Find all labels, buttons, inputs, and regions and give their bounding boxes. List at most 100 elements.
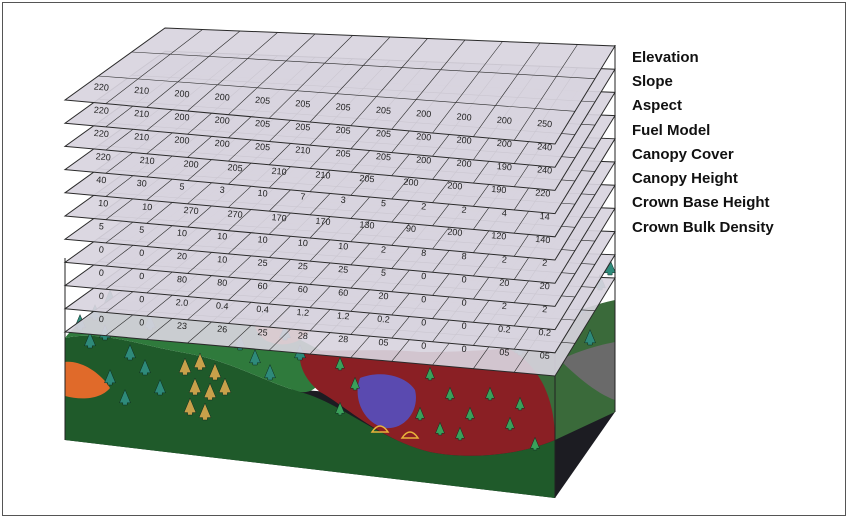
layer-cell-value: 60 (257, 281, 268, 292)
layer-cell-value: 200 (214, 115, 230, 126)
layer-stack: 00232625282805000505002.00.40.41.21.20.2… (65, 28, 615, 376)
layer-cell-value: 30 (136, 178, 147, 189)
layer-cell-value: 25 (257, 257, 268, 268)
layer-cell-value: 0.4 (256, 304, 269, 315)
layer-cell-value: 0 (139, 271, 145, 281)
layer-cell-value: 0 (421, 317, 427, 327)
layer-cell-value: 220 (93, 82, 109, 93)
layer-cell-value: 205 (376, 105, 392, 116)
layer-cell-value: 0 (139, 294, 145, 304)
layer-cell-value: 220 (93, 105, 109, 116)
layer-cell-value: 205 (376, 128, 392, 139)
layer-label-elevation: Elevation (632, 49, 699, 66)
layer-cell-value: 0.4 (216, 300, 229, 311)
layer-cell-value: 05 (378, 337, 389, 348)
layer-cell-value: 205 (295, 121, 311, 132)
layer-cell-value: 200 (174, 111, 190, 122)
layer-cell-value: 7 (300, 191, 306, 201)
layer-cell-value: 10 (98, 198, 109, 209)
layer-cell-value: 0 (98, 244, 104, 254)
layer-cell-value: 2 (421, 201, 427, 211)
layer-cell-value: 205 (335, 125, 351, 136)
layer-label-canopy-cover: Canopy Cover (632, 146, 734, 163)
layer-label-crown-base-height: Crown Base Height (632, 194, 770, 211)
layer-cell-value: 205 (255, 95, 271, 106)
layer-cell-value: 205 (376, 151, 392, 162)
layer-cell-value: 10 (177, 228, 188, 239)
layer-cell-value: 210 (295, 145, 311, 156)
layer-cell-value: 40 (96, 175, 107, 186)
layer-cell-value: 0 (421, 341, 427, 351)
layer-cell-value: 0 (98, 268, 104, 278)
layer-cell-value: 90 (406, 223, 417, 234)
layer-cell-value: 220 (93, 128, 109, 139)
layer-cell-value: 10 (297, 238, 308, 249)
layer-cell-value: 205 (255, 141, 271, 152)
layer-cell-value: 20 (177, 251, 188, 262)
layer-cell-value: 0 (98, 291, 104, 301)
layer-cell-value: 10 (257, 188, 268, 199)
layer-cell-value: 0.2 (377, 314, 390, 325)
layer-cell-value: 10 (142, 202, 153, 213)
layer-cell-value: 205 (335, 101, 351, 112)
layer-cell-value: 210 (315, 169, 331, 180)
layer-cell-value: 80 (177, 274, 188, 285)
layer-cell-value: 26 (217, 324, 228, 335)
layer-cell-value: 8 (461, 251, 467, 261)
layer-cell-value: 270 (227, 209, 243, 220)
layer-cell-value: 28 (297, 330, 308, 341)
layer-cell-value: 210 (139, 155, 155, 166)
layer-cell-value: 210 (134, 85, 150, 96)
layer-cell-value: 20 (378, 291, 389, 302)
layer-cell-value: 1.2 (296, 307, 309, 318)
layer-cell-value: 205 (359, 173, 375, 184)
layer-cell-value: 220 (95, 151, 111, 162)
layer-cell-value: 0 (139, 317, 145, 327)
layer-cell-value: 5 (139, 224, 145, 234)
layer-cell-value: 3 (340, 195, 346, 205)
layer-cell-value: 200 (174, 88, 190, 99)
layer-cell-value: 205 (335, 148, 351, 159)
layer-cell-value: 200 (214, 138, 230, 149)
layer-cell-value: 0 (421, 294, 427, 304)
layer-cell-value: 2 (381, 244, 387, 254)
layer-label-aspect: Aspect (632, 97, 682, 114)
layer-cell-value: 200 (174, 135, 190, 146)
layer-cell-value: 5 (179, 181, 185, 191)
layer-label-fuel-model: Fuel Model (632, 122, 710, 139)
layer-label-slope: Slope (632, 73, 673, 90)
layer-cell-value: 2 (461, 205, 467, 215)
layer-cell-value: 130 (359, 219, 375, 230)
layer-cell-value: 0 (461, 321, 467, 331)
layer-cell-value: 80 (217, 277, 228, 288)
layer-cell-value: 205 (227, 162, 243, 173)
layer-cell-value: 210 (134, 131, 150, 142)
layer-cell-value: 0 (98, 314, 104, 324)
layer-label-crown-bulk-density: Crown Bulk Density (632, 219, 774, 236)
layer-cell-value: 250 (537, 118, 553, 129)
layer-cell-value: 25 (257, 327, 268, 338)
layer-cell-value: 5 (98, 221, 104, 231)
layer-cell-value: 205 (295, 98, 311, 109)
layer-label-canopy-height: Canopy Height (632, 170, 738, 187)
layer-cell-value: 200 (456, 111, 472, 122)
layer-cell-value: 10 (338, 241, 349, 252)
layer-cell-value: 170 (271, 212, 287, 223)
layer-cell-value: 60 (338, 287, 349, 298)
layer-cell-value: 60 (297, 284, 308, 295)
layer-cell-value: 25 (297, 261, 308, 272)
layer-cell-value: 270 (183, 205, 199, 216)
layer-cell-value: 0 (461, 297, 467, 307)
layer-cell-value: 210 (271, 166, 287, 177)
layer-cell-value: 170 (315, 216, 331, 227)
layer-cell-value: 10 (257, 234, 268, 245)
layer-cell-value: 10 (217, 231, 228, 242)
layer-cell-value: 0 (461, 274, 467, 284)
layer-cell-value: 200 (416, 108, 432, 119)
layer-cell-value: 1.2 (337, 310, 350, 321)
layer-cell-value: 25 (338, 264, 349, 275)
layer-cell-value: 200 (214, 92, 230, 103)
layer-cell-value: 5 (381, 268, 387, 278)
layer-cell-value: 0 (461, 344, 467, 354)
